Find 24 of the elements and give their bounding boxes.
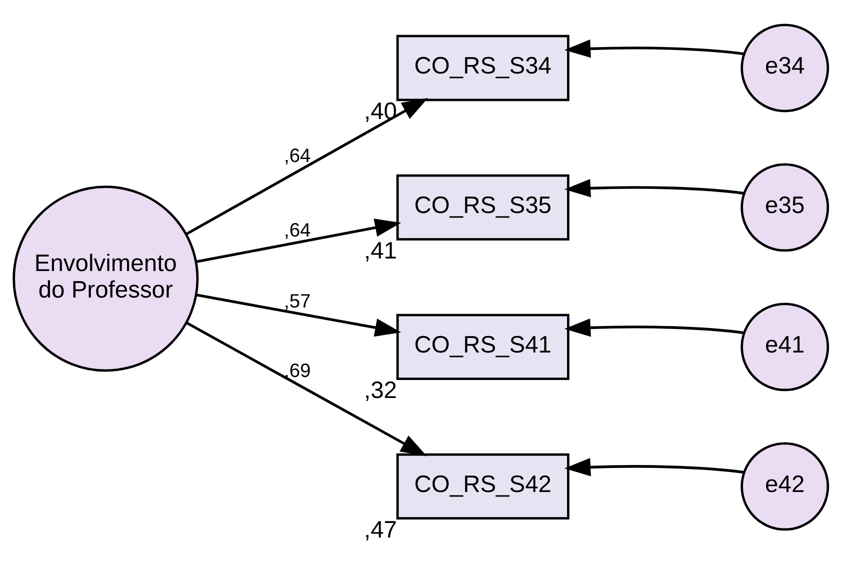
arrow — [185, 98, 428, 235]
node-circle: Envolvimento do Professor — [12, 185, 199, 372]
edge-label: ,64 — [284, 220, 311, 241]
arrow — [564, 39, 744, 58]
edge-label: ,64 — [284, 146, 311, 167]
node-label: ,41 — [364, 238, 397, 264]
node-box: CO_RS_S35 — [396, 174, 570, 240]
arrow — [185, 320, 427, 456]
node-box: CO_RS_S41 — [396, 313, 570, 380]
node-circle: e35 — [740, 162, 830, 252]
node-circle: e41 — [740, 302, 830, 391]
arrow — [196, 293, 402, 336]
node-box: CO_RS_S42 — [396, 452, 570, 520]
arrow — [564, 458, 744, 476]
arrow — [564, 318, 744, 336]
edge-label: ,69 — [284, 360, 311, 382]
node-label: ,32 — [364, 377, 397, 404]
arrow — [564, 178, 744, 197]
node-label: ,47 — [364, 516, 397, 543]
node-box: CO_RS_S34 — [396, 34, 570, 101]
node-circle: e42 — [740, 442, 830, 530]
node-circle: e34 — [740, 23, 830, 112]
edge-label: ,57 — [284, 290, 311, 312]
arrow — [196, 218, 402, 263]
